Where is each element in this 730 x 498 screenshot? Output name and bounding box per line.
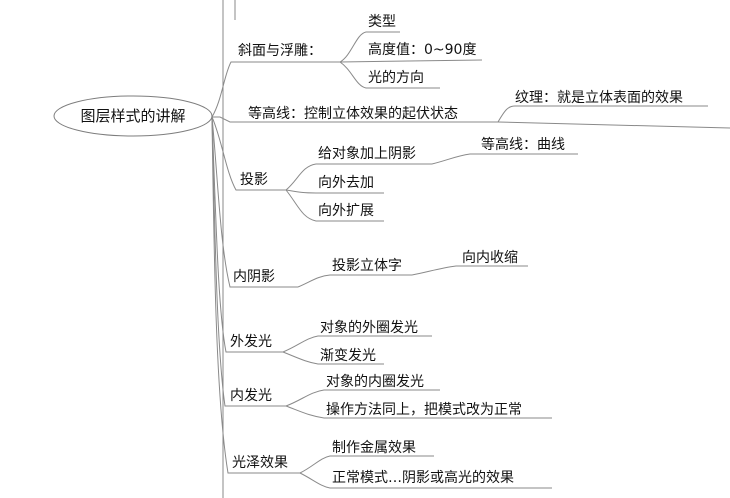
connector-root-outer-glow <box>211 116 283 353</box>
connector-bevel-depth <box>339 59 483 63</box>
connector-satin-metal <box>299 455 434 474</box>
connector-outer-glow-gradient <box>282 351 384 365</box>
outer-glow-gradient-label: 渐变发光 <box>320 348 376 364</box>
branch-shadow-label: 投影 <box>240 172 268 188</box>
shadow-spread-label: 向外扩展 <box>318 203 374 219</box>
shadow-add-label: 给对象加上阴影 <box>318 146 416 162</box>
connector-inner-glow-ring <box>285 389 440 407</box>
connector-root-contour <box>212 116 730 129</box>
branch-inner-shadow-label: 内阴影 <box>233 269 275 285</box>
connector-root-satin <box>211 116 300 474</box>
connector-inner-shadow-text <box>297 274 412 288</box>
branch-bevel-label: 斜面与浮雕： <box>238 43 322 59</box>
root-node-label: 图层样式的讲解 <box>80 107 185 125</box>
bevel-depth-label: 高度值：0~90度 <box>368 41 476 58</box>
connector-bevel-light <box>339 61 440 89</box>
connector-shadow-curve <box>431 153 578 165</box>
connector-root-bevel <box>211 61 340 118</box>
branch-inner-glow-label: 内发光 <box>230 388 272 404</box>
bevel-type-label: 类型 <box>368 14 396 30</box>
connector-satin-normal <box>299 472 552 489</box>
connector-bevel-type <box>339 31 400 63</box>
connector-root-inner-shadow <box>211 116 298 288</box>
root-node-ellipse <box>53 95 213 137</box>
connector-shadow-add <box>285 163 432 191</box>
connector-outer-glow-ring <box>282 335 432 353</box>
contour-texture-label: 纹理：就是立体表面的效果 <box>515 90 683 106</box>
branch-contour-label: 等高线：控制立体效果的起伏状态 <box>248 105 458 122</box>
connector-inner-glow-method <box>285 405 552 419</box>
inner-glow-ring-label: 对象的内圈发光 <box>326 374 424 390</box>
inner-shadow-text-label: 投影立体字 <box>332 258 402 274</box>
connector-root-shadow <box>211 116 286 191</box>
inner-shadow-shrink-label: 向内收缩 <box>462 250 518 266</box>
outer-glow-ring-label: 对象的外圈发光 <box>320 320 418 336</box>
connector-shadow-out <box>285 189 384 194</box>
branch-outer-glow-label: 外发光 <box>230 334 272 350</box>
connector-shadow-spread <box>285 189 384 222</box>
satin-metal-label: 制作金属效果 <box>332 440 416 456</box>
bevel-light-label: 光的方向 <box>368 70 424 86</box>
satin-normal-label: 正常模式…阴影或高光的效果 <box>332 469 514 486</box>
connector-inner-shadow-shrink <box>411 265 528 276</box>
shadow-out-label: 向外去加 <box>318 175 374 191</box>
inner-glow-method-label: 操作方法同上，把模式改为正常 <box>326 402 522 418</box>
connector-contour-texture <box>497 105 708 123</box>
branch-satin-label: 光泽效果 <box>232 455 288 471</box>
shadow-curve-label: 等高线：曲线 <box>481 136 565 153</box>
